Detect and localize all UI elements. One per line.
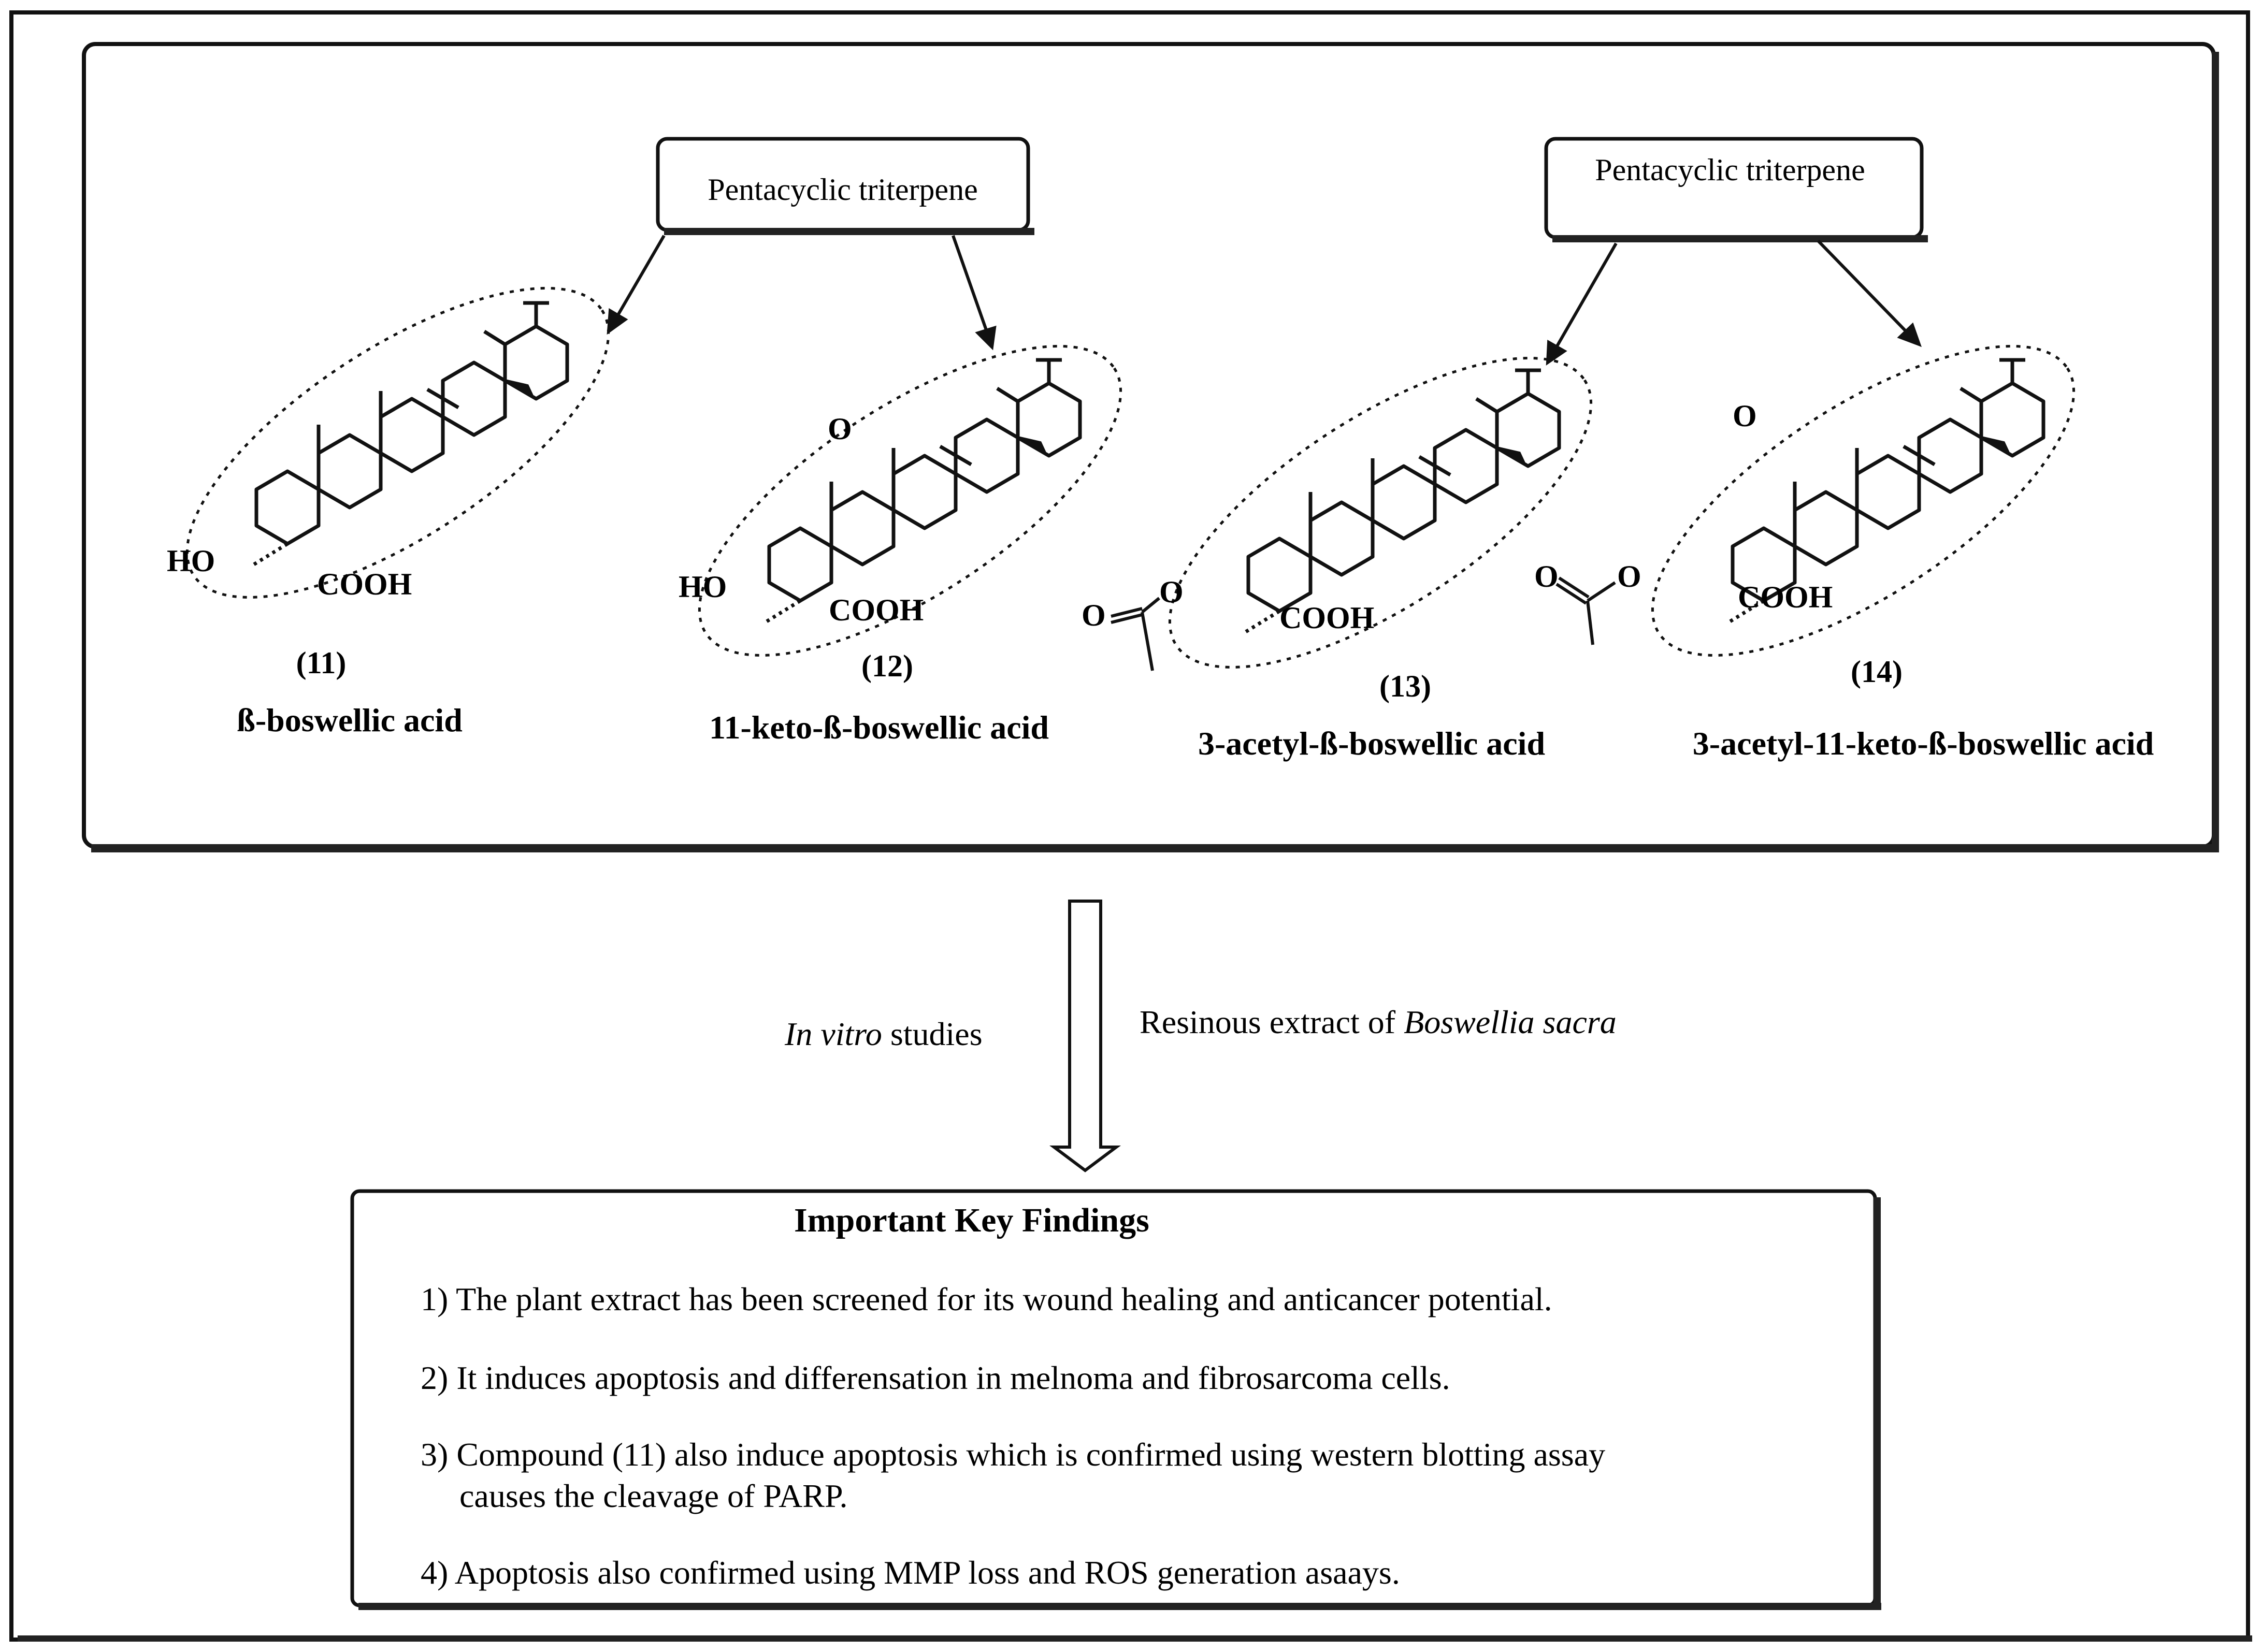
finding-item-3-line-2: causes the cleavage of PARP. [459,1477,847,1514]
compound-11-name: ß-boswellic acid [237,702,463,738]
compound-13-name: 3-acetyl-ß-boswellic acid [1198,725,1545,762]
callout-left-shadow [664,228,1034,235]
flow-down-arrow [1049,900,1121,1172]
compound-13-number: (13) [1379,669,1431,703]
compound-14-keto: O [1733,399,1757,433]
findings-box-shadow-side [1874,1197,1881,1610]
compound-12-hydroxyl: HO [679,570,727,604]
extract-label-plain: Resinous extract of [1140,1004,1404,1040]
arrow-to-compound-12 [952,235,988,332]
callout-right-shadow [1552,235,1928,242]
arrow-to-compound-11 [616,235,666,317]
in-vitro-italic: In vitro [784,1016,882,1052]
arrow-to-compound-13 [1555,242,1618,348]
outer-frame-shadow [18,1635,2252,1642]
compound-11-structure: HO COOH [167,287,610,601]
finding-item-3-line-1: 3) Compound (11) also induce apoptosis w… [421,1436,1605,1473]
in-vitro-rest: studies [882,1016,983,1052]
arrow-to-compound-12-head [975,325,997,351]
compound-12-keto: O [828,412,852,446]
in-vitro-label: In vitro studies [784,1016,983,1052]
compound-11-carboxyl: COOH [317,567,412,601]
compound-12-number: (12) [861,649,913,683]
compound-13-carbonyl-oxygen: O [1082,598,1106,632]
compound-13-ester-oxygen: O [1159,575,1184,609]
arrow-to-compound-14 [1817,239,1908,333]
compound-14-number: (14) [1851,655,1903,689]
compound-12-carboxyl: COOH [829,593,924,627]
callout-right-label: Pentacyclic triterpene [1595,153,1865,187]
compound-14-name: 3-acetyl-11-keto-ß-boswellic acid [1693,725,2154,762]
extract-label-italic: Boswellia sacra [1404,1004,1617,1040]
arrow-to-compound-14-head [1897,322,1922,347]
compound-11-ellipse [185,287,610,599]
finding-item-4: 4) Apoptosis also confirmed using MMP lo… [421,1554,1400,1591]
compound-11-hydroxyl: HO [167,544,215,578]
top-panel-shadow [91,844,2219,852]
compound-13-carboxyl: COOH [1279,601,1374,635]
finding-item-1: 1) The plant extract has been screened f… [421,1281,1552,1317]
arrow-to-compound-13-head [1546,339,1567,366]
compound-14-carboxyl: COOH [1738,580,1833,614]
findings-box-shadow [358,1603,1881,1610]
callout-left-label: Pentacyclic triterpene [708,172,977,207]
findings-box [350,1189,1877,1607]
callout-arrows [607,235,1922,366]
top-panel-shadow-side [2212,52,2219,852]
findings-title: Important Key Findings [794,1201,1149,1239]
finding-item-2: 2) It induces apoptosis and differensati… [421,1359,1450,1396]
extract-label: Resinous extract of Boswellia sacra [1140,1004,1617,1040]
arrow-to-compound-11-head [607,308,628,335]
compound-12-name: 11-keto-ß-boswellic acid [709,709,1049,746]
compound-11-number: (11) [296,646,347,680]
compound-14-ester-oxygen: O [1617,559,1641,593]
compound-14-carbonyl-oxygen: O [1534,559,1559,593]
